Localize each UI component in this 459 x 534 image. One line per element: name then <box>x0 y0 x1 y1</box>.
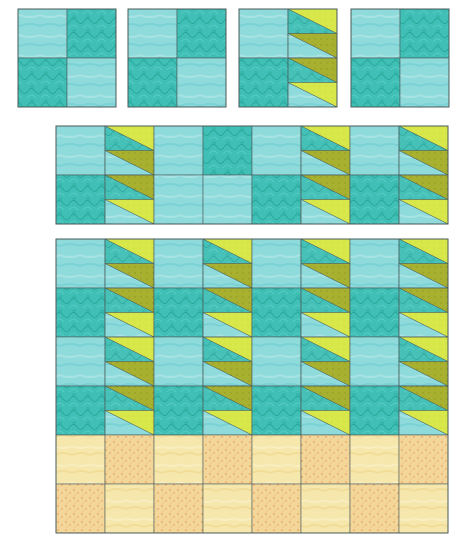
fabric-teal-swirl-icon <box>56 175 105 224</box>
fabric-peach-dot-icon <box>203 435 252 484</box>
fabric-teal-swirl-icon <box>239 58 288 107</box>
fabric-aqua-plain-icon <box>350 337 399 386</box>
flying-geese-olive-icon <box>301 288 350 337</box>
block-step-4 <box>351 9 449 107</box>
fabric-aqua-plain-icon <box>203 175 252 224</box>
flying-geese-lime-icon <box>399 126 448 175</box>
fabric-aqua-plain-icon <box>154 239 203 288</box>
fabric-aqua-plain-icon <box>67 58 116 107</box>
fabric-aqua-plain-icon <box>128 9 177 58</box>
fabric-aqua-plain-icon <box>239 9 288 58</box>
fabric-cream-icon <box>399 484 448 533</box>
fabric-cream-icon <box>350 435 399 484</box>
fabric-cream-icon <box>105 484 154 533</box>
flying-geese-lime-icon <box>105 126 154 175</box>
fabric-teal-swirl-icon <box>128 58 177 107</box>
flying-geese-olive-icon <box>105 386 154 435</box>
flying-geese-lime-icon <box>301 337 350 386</box>
fabric-teal-swirl-icon <box>154 288 203 337</box>
flying-geese-lime-icon <box>105 239 154 288</box>
flying-geese-olive-icon <box>203 386 252 435</box>
flying-geese-lime-icon <box>301 126 350 175</box>
fabric-teal-swirl-icon <box>252 288 301 337</box>
fabric-peach-dot-icon <box>56 484 105 533</box>
fabric-aqua-plain-icon <box>252 126 301 175</box>
fabric-aqua-plain-icon <box>56 337 105 386</box>
block-step-3 <box>239 9 337 107</box>
fabric-teal-swirl-icon <box>67 9 116 58</box>
fabric-aqua-plain-icon <box>154 126 203 175</box>
fabric-peach-dot-icon <box>252 484 301 533</box>
fabric-teal-swirl-icon <box>154 386 203 435</box>
fabric-aqua-plain-icon <box>154 337 203 386</box>
fabric-cream-icon <box>56 435 105 484</box>
fabric-teal-swirl-icon <box>18 58 67 107</box>
row-assembly-group <box>56 126 448 224</box>
fabric-teal-swirl-icon <box>350 288 399 337</box>
fabric-teal-swirl-icon <box>203 126 252 175</box>
fabric-teal-swirl-icon <box>177 9 226 58</box>
quilt-top <box>56 239 448 533</box>
fabric-teal-swirl-icon <box>56 288 105 337</box>
flying-geese-olive-icon <box>105 288 154 337</box>
flying-geese-lime-icon <box>203 239 252 288</box>
fabric-peach-dot-icon <box>399 435 448 484</box>
flying-geese-lime-icon <box>399 239 448 288</box>
fabric-aqua-plain-icon <box>252 337 301 386</box>
fabric-cream-icon <box>301 484 350 533</box>
demo-blocks-group <box>18 9 449 107</box>
fabric-teal-swirl-icon <box>252 386 301 435</box>
fabric-aqua-plain-icon <box>252 239 301 288</box>
flying-geese-olive-icon <box>301 386 350 435</box>
fabric-cream-icon <box>203 484 252 533</box>
fabric-cream-icon <box>252 435 301 484</box>
fabric-aqua-plain-icon <box>350 126 399 175</box>
fabric-aqua-plain-icon <box>56 126 105 175</box>
flying-geese-lime-icon <box>301 239 350 288</box>
flying-geese-lime-icon <box>105 337 154 386</box>
fabric-aqua-plain-icon <box>350 239 399 288</box>
flying-geese-olive-icon <box>399 175 448 224</box>
fabric-teal-swirl-icon <box>350 175 399 224</box>
fabric-aqua-plain-icon <box>154 175 203 224</box>
flying-geese-lime-icon <box>288 9 337 58</box>
row-assembly <box>56 126 448 224</box>
fabric-peach-dot-icon <box>154 484 203 533</box>
flying-geese-lime-icon <box>399 337 448 386</box>
fabric-teal-swirl-icon <box>350 386 399 435</box>
fabric-aqua-plain-icon <box>56 239 105 288</box>
flying-geese-olive-icon <box>288 58 337 107</box>
fabric-peach-dot-icon <box>301 435 350 484</box>
fabric-peach-dot-icon <box>105 435 154 484</box>
fabric-peach-dot-icon <box>350 484 399 533</box>
fabric-aqua-plain-icon <box>177 58 226 107</box>
block-step-2 <box>128 9 226 107</box>
fabric-cream-icon <box>154 435 203 484</box>
fabric-aqua-plain-icon <box>18 9 67 58</box>
flying-geese-olive-icon <box>399 386 448 435</box>
flying-geese-olive-icon <box>399 288 448 337</box>
block-step-1 <box>18 9 116 107</box>
fabric-teal-swirl-icon <box>252 175 301 224</box>
flying-geese-olive-icon <box>105 175 154 224</box>
flying-geese-olive-icon <box>203 288 252 337</box>
fabric-teal-swirl-icon <box>351 58 400 107</box>
fabric-teal-swirl-icon <box>400 9 449 58</box>
quilt-top-group <box>56 239 448 533</box>
fabric-aqua-plain-icon <box>400 58 449 107</box>
fabric-aqua-plain-icon <box>351 9 400 58</box>
flying-geese-lime-icon <box>203 337 252 386</box>
flying-geese-olive-icon <box>301 175 350 224</box>
fabric-teal-swirl-icon <box>56 386 105 435</box>
